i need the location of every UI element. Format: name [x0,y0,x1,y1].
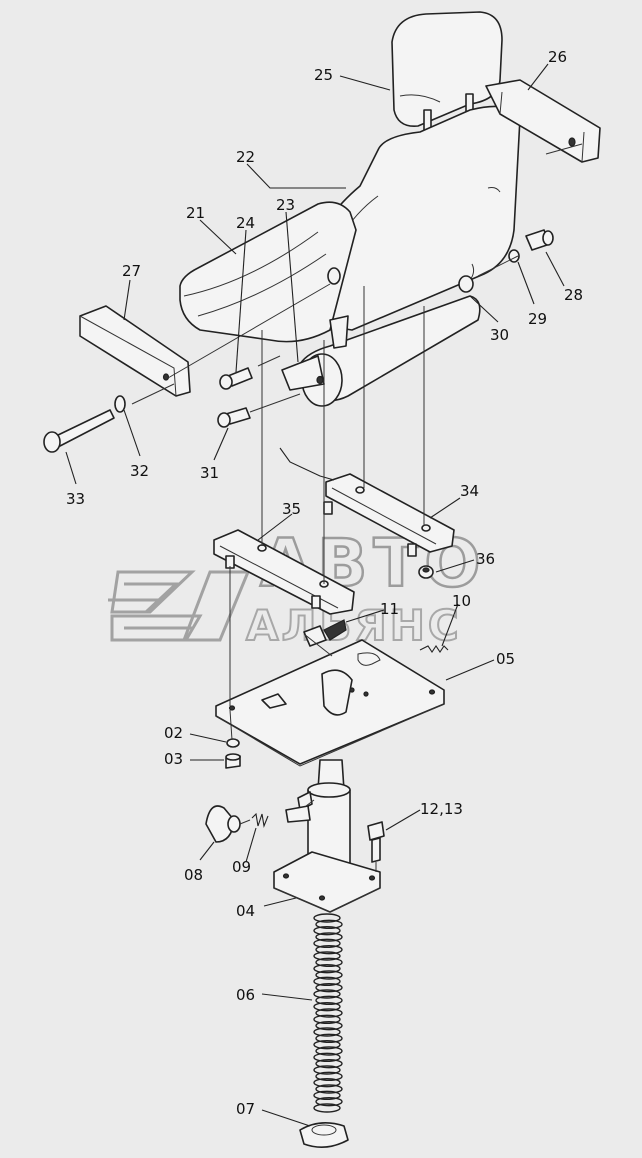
callout-05: 05 [496,650,515,668]
watermark-line2: АЛЬЯНС [246,601,462,650]
mounting-plate [215,639,445,767]
callout-12-13: 12,13 [420,800,463,818]
spring-09 [251,812,269,829]
spring-coil-turn [315,1058,343,1069]
slide-rail-right [279,447,455,557]
nut-36 [418,565,434,579]
spring-coil-turn [313,938,341,949]
spring-coil-turn [313,1027,341,1037]
callout-32: 32 [130,462,149,480]
callout-26: 26 [548,48,567,66]
spring-coil-turn [313,951,341,961]
nut-03 [225,753,241,769]
armrest [79,305,191,397]
spring-coil-turn [313,1052,341,1063]
armrest-bolt [43,395,126,453]
callout-36: 36 [476,550,495,568]
slide-rail-left [213,529,355,615]
callout-31: 31 [200,464,219,482]
spring-coil-turn [315,970,343,980]
spring-coil-turn [315,1071,343,1082]
callout-02: 02 [164,724,183,742]
spring-coil-turn [315,1084,343,1094]
callout-09: 09 [232,858,251,876]
headrest [391,11,503,139]
callout-21: 21 [186,204,205,222]
callout-22: 22 [236,148,255,166]
lever-knob-11 [303,619,347,647]
spring-coil-turn [313,1077,341,1088]
callout-25: 25 [314,66,333,84]
callout-34: 34 [460,482,479,500]
assembly-guide-lines [131,143,583,872]
spring-10 [419,645,449,653]
callout-labels: 25 26 22 21 24 23 27 28 29 30 32 33 31 3… [66,48,583,1118]
coil-spring-06 [313,913,343,1113]
callout-24: 24 [236,214,255,232]
spring-coil-turn [315,932,343,942]
spring-coil-turn [315,919,343,930]
small-bolts [217,367,253,428]
watermark-logo-icon [108,570,251,642]
spring-coil-turn [313,1103,341,1113]
callout-35: 35 [282,500,301,518]
spring-coil-turn [313,989,341,999]
spring-coil-turn [313,976,341,987]
spring-coil-turn [315,982,343,993]
spring-coil-turn [315,995,343,1006]
callout-03: 03 [164,750,183,768]
spring-coil-turn [313,1090,341,1101]
spring-coil-turn [315,1020,343,1031]
spring-coil-turn [315,944,343,955]
washer-02 [226,738,240,748]
mounting-bracket [485,79,601,163]
callout-29: 29 [528,310,547,328]
spring-coil-turn [313,1014,341,1025]
spring-coil-turn [313,963,341,974]
bolt-12-13 [367,821,385,863]
spring-coil-turn [315,1008,343,1018]
seat-frame [281,267,481,407]
callout-leaders [65,63,565,1127]
callout-07: 07 [236,1100,255,1118]
side-bolts [508,229,554,263]
spring-coil-turn [313,1039,341,1050]
collar-07 [299,1122,349,1148]
spring-coil-turn [315,1046,343,1056]
callout-33: 33 [66,490,85,508]
callout-11: 11 [380,600,399,618]
callout-27: 27 [122,262,141,280]
callout-06: 06 [236,986,255,1004]
callout-30: 30 [490,326,509,344]
callout-23: 23 [276,196,295,214]
column [273,759,381,913]
spring-coil-turn [315,1096,343,1107]
spring-coil-turn [313,1001,341,1012]
callout-08: 08 [184,866,203,884]
spring-coil-turn [315,957,343,968]
callout-28: 28 [564,286,583,304]
spring-coil-turn [315,1033,343,1044]
seat-cushion [179,201,357,343]
callout-10: 10 [452,592,471,610]
adjust-knob-08 [205,805,241,843]
callout-04: 04 [236,902,255,920]
spring-coil-turn [313,913,341,923]
spring-coil-turn [313,925,341,936]
spring-coil-turn [313,1065,341,1075]
